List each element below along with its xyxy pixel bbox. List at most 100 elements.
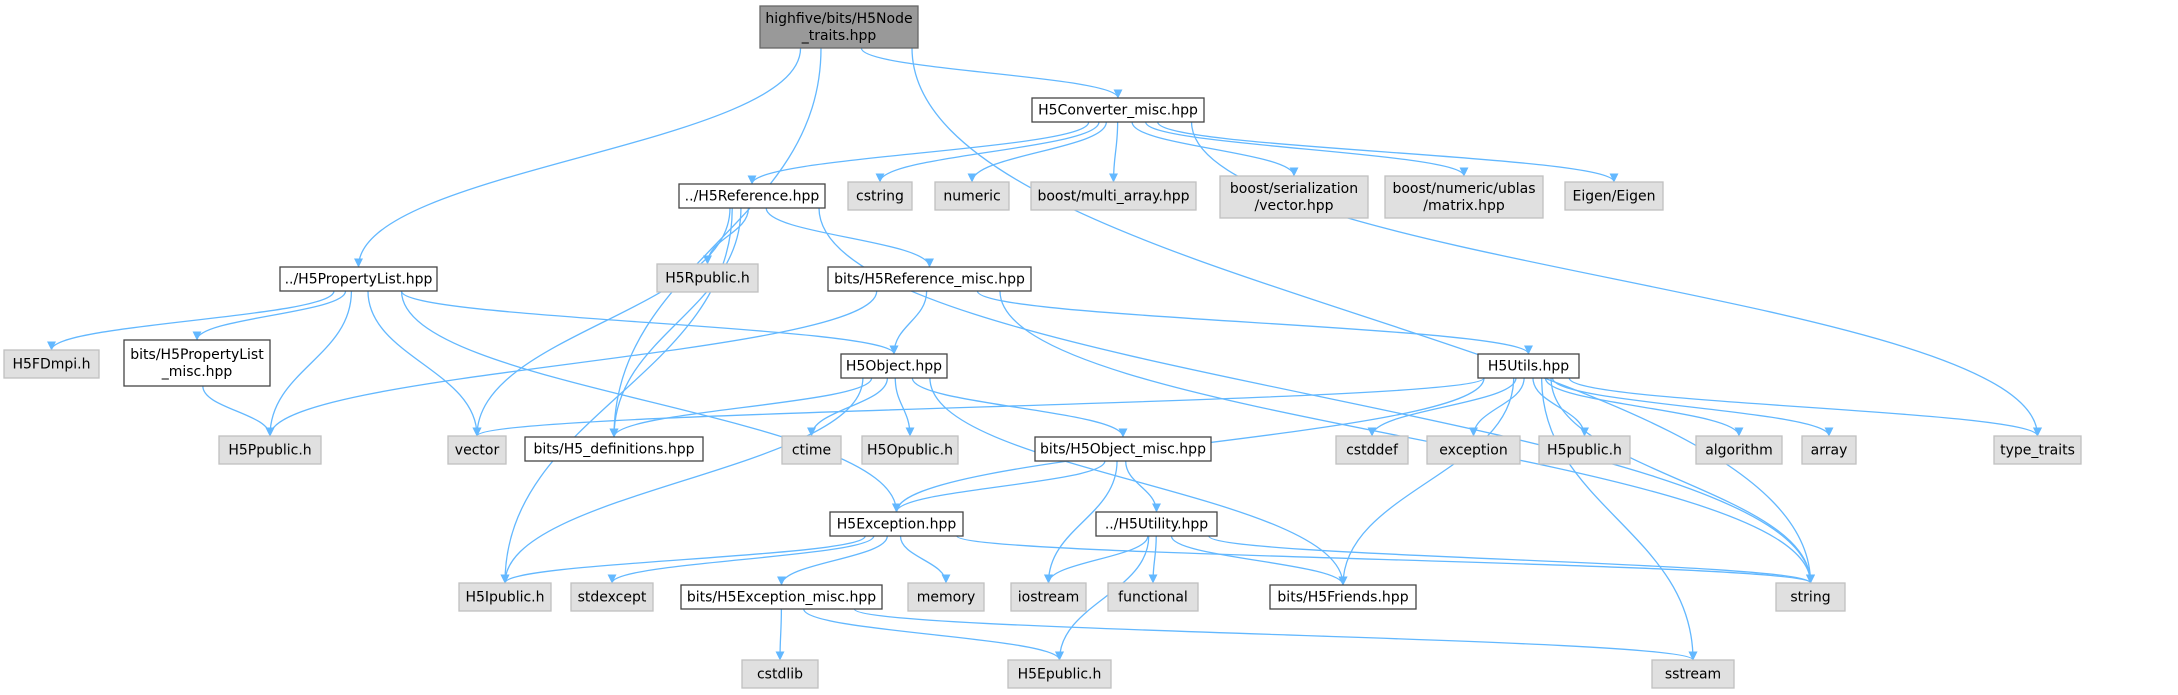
node-label: ../H5Reference.hpp: [685, 189, 820, 205]
edge-path: [47, 290, 335, 351]
include-edge-utility-to-string: [1208, 535, 1815, 584]
file-node-h5ppublic-h: H5Ppublic.h: [218, 435, 322, 465]
edge-path: [1338, 377, 1515, 586]
file-node-h5exception-hpp[interactable]: H5Exception.hpp: [829, 511, 964, 537]
file-node-type-traits: type_traits: [1993, 435, 2082, 465]
include-edge-h5exc-to-excmisc: [777, 535, 888, 586]
node-label: vector: [455, 443, 500, 459]
node-label: bits/H5Friends.hpp: [1277, 590, 1408, 606]
node-label: /vector.hpp: [1255, 198, 1334, 214]
node-box: [1031, 97, 1205, 123]
edge-path: [192, 290, 347, 341]
node-label: bits/H5PropertyList: [130, 347, 264, 363]
node-label: cstddef: [1346, 443, 1399, 459]
file-node-bits-h5object-misc-hpp[interactable]: bits/H5Object_misc.hpp: [1034, 436, 1212, 462]
include-edge-conv-to-serial: [1131, 121, 1299, 177]
include-edge-excmisc-to-sstream: [853, 608, 1698, 661]
edge-path: [500, 377, 864, 584]
file-node-memory: memory: [907, 582, 985, 612]
node-box: [1538, 435, 1631, 465]
edge-path: [860, 47, 1123, 99]
file-node-h5converter-misc-hpp[interactable]: H5Converter_misc.hpp: [1031, 97, 1205, 123]
include-edge-utils-to-exception: [1469, 377, 1525, 437]
file-node-bits-h5-definitions-hpp[interactable]: bits/H5_definitions.hpp: [524, 436, 704, 462]
file-node-boost-serialization-vector-hpp: boost/serialization/vector.hpp: [1219, 175, 1369, 219]
edge-path: [1208, 535, 1815, 584]
include-edge-object-to-objmisc: [911, 377, 1128, 438]
node-box: [1426, 435, 1521, 465]
node-label: cstdlib: [757, 667, 803, 683]
include-edge-object-to-defs: [609, 377, 873, 438]
node-box: [3, 349, 100, 379]
edge-path: [1532, 377, 1589, 437]
edge-path: [892, 460, 1106, 513]
edge-path: [1568, 377, 2042, 437]
node-box: [524, 436, 704, 462]
node-label: ../H5Utility.hpp: [1105, 517, 1208, 533]
edge-path: [899, 535, 951, 584]
include-edge-h5exc-to-ipublic: [500, 535, 866, 584]
file-node-h5propertylist-hpp[interactable]: ../H5PropertyList.hpp: [279, 266, 438, 292]
edge-path: [609, 47, 822, 438]
include-edge-h5exc-to-stdexcept: [607, 535, 875, 584]
node-label: H5Object.hpp: [846, 359, 942, 375]
include-edge-utils-to-cstddef: [1367, 377, 1517, 437]
file-node-highfive-bits-h5node-traits-hpp[interactable]: highfive/bits/H5Node_traits.hpp: [759, 5, 919, 49]
file-node-cstddef: cstddef: [1335, 435, 1409, 465]
edge-path: [803, 608, 1064, 661]
node-box: [759, 5, 919, 49]
file-node-h5utils-hpp[interactable]: H5Utils.hpp: [1477, 353, 1580, 379]
node-label: boost/multi_array.hpp: [1037, 189, 1189, 205]
file-node-h5utility-hpp[interactable]: ../H5Utility.hpp: [1095, 511, 1218, 537]
node-box: [1564, 181, 1664, 211]
edge-path: [1551, 377, 1834, 437]
node-box: [1030, 181, 1197, 211]
file-node-iostream: iostream: [1010, 582, 1087, 612]
edge-path: [400, 290, 901, 513]
file-node-vector: vector: [447, 435, 507, 465]
edge-path: [956, 535, 1815, 584]
file-node-cstdlib: cstdlib: [741, 659, 819, 689]
node-label: H5Converter_misc.hpp: [1038, 103, 1198, 119]
include-edge-objmisc-to-utility: [1125, 460, 1161, 513]
file-node-bits-h5reference-misc-hpp[interactable]: bits/H5Reference_misc.hpp: [827, 266, 1032, 292]
edge-path: [1469, 377, 1525, 437]
file-node-h5object-hpp[interactable]: H5Object.hpp: [840, 353, 948, 379]
edge-path: [1148, 535, 1158, 584]
include-edge-utility-to-iostream: [1044, 535, 1149, 584]
edge-path: [1044, 460, 1118, 584]
file-node-h5reference-hpp[interactable]: ../H5Reference.hpp: [678, 183, 826, 209]
edge-path: [202, 385, 275, 437]
include-edge-utils-to-string: [1550, 377, 1815, 584]
include-edge-utils-to-sstream: [1541, 377, 1698, 661]
file-node-bits-h5exception-misc-hpp[interactable]: bits/H5Exception_misc.hpp: [680, 584, 883, 610]
node-box: [656, 263, 759, 293]
include-edge-utils-to-friends: [1338, 377, 1515, 586]
file-node-boost-numeric-ublas-matrix-hpp: boost/numeric/ublas/matrix.hpp: [1384, 175, 1544, 219]
edge-path: [354, 47, 802, 268]
node-label: H5Ipublic.h: [465, 590, 544, 606]
node-label: H5Epublic.h: [1018, 667, 1102, 683]
edge-path: [894, 377, 915, 437]
node-box: [741, 659, 819, 689]
file-node-bits-h5propertylist-misc-hpp[interactable]: bits/H5PropertyList_misc.hpp: [123, 339, 271, 387]
nodes: highfive/bits/H5Node_traits.hppH5Convert…: [3, 5, 2082, 689]
edge-path: [1125, 460, 1161, 513]
node-box: [1801, 435, 1857, 465]
edge-path: [875, 121, 1100, 183]
node-box: [279, 266, 438, 292]
file-node-cstring: cstring: [847, 181, 913, 211]
file-node-h5epublic-h: H5Epublic.h: [1007, 659, 1112, 689]
node-label: algorithm: [1705, 443, 1773, 459]
node-label: iostream: [1018, 590, 1080, 606]
edge-path: [1131, 121, 1299, 177]
node-box: [1269, 584, 1417, 610]
file-node-bits-h5friends-hpp[interactable]: bits/H5Friends.hpp: [1269, 584, 1417, 610]
node-label: numeric: [943, 189, 1000, 205]
include-edge-utils-to-h5public: [1532, 377, 1589, 437]
edge-path: [472, 377, 1485, 437]
edge-path: [765, 207, 934, 268]
include-edge-conv-to-cstring: [875, 121, 1100, 183]
edge-path: [472, 207, 731, 437]
